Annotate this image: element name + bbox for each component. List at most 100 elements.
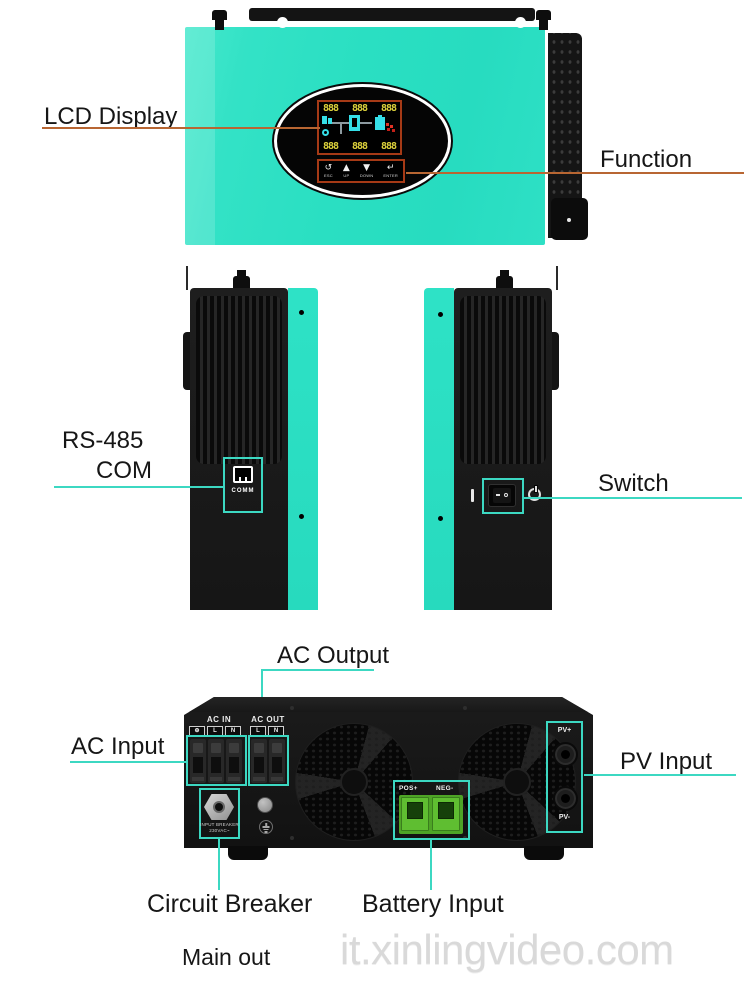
ac-out-terminal[interactable] xyxy=(269,739,285,783)
top-screw-right-stem xyxy=(539,18,548,30)
ac-output-label: AC Output xyxy=(277,642,390,669)
down-label: DOWN xyxy=(359,173,374,178)
fan-hub xyxy=(340,768,368,796)
pv-plus-connector[interactable] xyxy=(553,742,578,767)
callout-line-function xyxy=(406,172,744,174)
ac-out-title: AC OUT xyxy=(251,715,285,724)
power-switch[interactable] xyxy=(488,484,516,507)
callout-line-ac-input xyxy=(70,761,187,763)
terminal-slot xyxy=(229,757,239,773)
left-side-heatsink xyxy=(196,296,282,464)
switch-on-mark: I xyxy=(471,489,474,502)
down-button: ▼ DOWN xyxy=(359,163,374,179)
ac-out-terminal[interactable] xyxy=(251,739,267,783)
battery-terminal-pos[interactable] xyxy=(401,797,429,831)
screw-dot xyxy=(290,836,294,840)
lcd-digit-group: 888 xyxy=(351,141,368,152)
ac-in-terminal[interactable] xyxy=(226,739,242,783)
lcd-flow-diagram xyxy=(319,115,400,140)
terminal-lip xyxy=(271,777,283,781)
terminal-hole xyxy=(407,802,423,819)
switch-rocker[interactable] xyxy=(493,488,511,503)
battery-terminal-neg[interactable] xyxy=(432,797,460,831)
screw-dot xyxy=(290,706,294,710)
left-side-teal-edge xyxy=(288,288,318,610)
pv-highlight xyxy=(546,721,583,833)
breaker-highlight xyxy=(199,788,240,839)
ac-in-highlight xyxy=(186,735,247,786)
battery-terminal-block[interactable] xyxy=(399,795,463,834)
cooling-fan-right xyxy=(458,723,576,841)
switch-label: Switch xyxy=(598,470,669,497)
battery-input-label: Battery Input xyxy=(362,890,504,918)
right-side-heatsink xyxy=(460,296,546,464)
screw-dot xyxy=(299,310,304,315)
battery-pos-label: POS+ xyxy=(399,785,418,792)
terminal-lip xyxy=(253,777,265,781)
callout-line-lcd xyxy=(42,127,320,129)
switch-highlight xyxy=(482,478,524,514)
watermark: it.xinlingvideo.com xyxy=(340,926,674,973)
function-button-row: ↺ ESC ▲ UP ▼ DOWN ↵ ENTER xyxy=(317,159,405,183)
pv-minus-connector[interactable] xyxy=(553,786,578,811)
callout-line-pv xyxy=(584,774,736,776)
hanger-wire-right xyxy=(556,266,558,290)
power-icon-tick xyxy=(535,486,537,492)
screw-dot xyxy=(438,312,443,317)
ac-in-terminal[interactable] xyxy=(208,739,224,783)
top-screw-right xyxy=(536,10,551,20)
lcd-bottom-digits: 888 888 888 xyxy=(319,141,400,152)
cooling-fan-left xyxy=(295,723,413,841)
connector-pin xyxy=(561,794,570,803)
battery-highlight xyxy=(393,780,470,840)
top-screw-left-stem xyxy=(215,18,224,30)
terminal-screw xyxy=(193,743,203,753)
up-icon: ▲ xyxy=(342,163,350,173)
ac-in-terminal[interactable] xyxy=(190,739,206,783)
mounting-hole-left xyxy=(277,17,288,28)
side-knob-left xyxy=(233,276,250,288)
callout-line-switch xyxy=(524,497,742,499)
charge-percent-icon xyxy=(386,123,389,126)
circuit-breaker-label: Circuit Breaker xyxy=(147,890,313,918)
pv-input-label: PV Input xyxy=(620,748,713,775)
ac-input-label: AC Input xyxy=(71,733,165,760)
chassis-foot-left xyxy=(228,846,268,860)
reset-button[interactable] xyxy=(257,797,273,813)
terminal-screw xyxy=(211,743,221,753)
pv-minus-label: PV- xyxy=(558,814,571,821)
mounting-bracket xyxy=(249,8,535,28)
lcd-display: 888 888 888 888 888 888 xyxy=(317,100,402,155)
screw-dot xyxy=(463,706,467,710)
callout-underline-ac-output xyxy=(261,669,374,671)
terminal-lip xyxy=(210,777,222,781)
hanger-wire-left xyxy=(186,266,188,290)
switch-off-icon xyxy=(504,493,508,497)
main-out-label: Main out xyxy=(182,944,271,970)
terminal-screw xyxy=(229,743,239,753)
rs485-label-line2: COM xyxy=(96,457,152,484)
rs485-label-line1: RS-485 xyxy=(62,427,144,454)
breaker-text-line2: 230VAC~ xyxy=(209,828,230,833)
callout-line-rs485 xyxy=(54,486,223,488)
side-knob-right xyxy=(496,276,513,288)
ac-out-highlight xyxy=(248,735,289,786)
callout-line-breaker xyxy=(218,839,220,890)
clock-icon xyxy=(322,129,329,136)
chassis-top-face xyxy=(184,697,593,712)
pv-plus-label: PV+ xyxy=(557,727,572,734)
terminal-screw xyxy=(272,743,282,753)
power-icon xyxy=(528,486,541,501)
lcd-top-digits: 888 888 888 xyxy=(319,103,400,114)
comm-port-label: COMM xyxy=(231,488,255,494)
side-knob-stem-left xyxy=(237,270,246,277)
chassis-foot-right xyxy=(524,846,564,860)
right-side-teal-edge xyxy=(424,288,454,610)
down-icon: ▼ xyxy=(363,163,371,173)
enter-icon: ↵ xyxy=(386,163,395,173)
terminal-lip xyxy=(228,777,240,781)
pv-panel-icon xyxy=(322,116,327,124)
ground-icon xyxy=(259,820,273,834)
enter-button: ↵ ENTER xyxy=(383,163,398,179)
